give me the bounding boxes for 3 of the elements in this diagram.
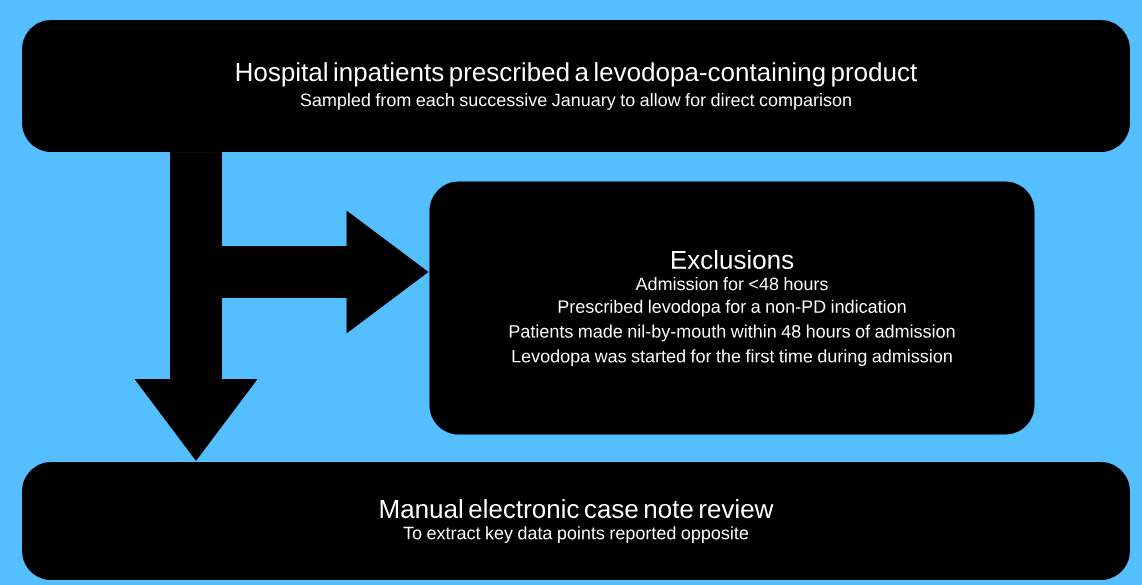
process-box: Hospital inpatients prescribed a levodopa-containing product Sampled from each successive January to allow for direct comparison xyxy=(22,20,1130,152)
process-box: Manual electronic case note review To extract key data points reported opposite xyxy=(22,462,1130,580)
exclusions-box: Exclusions Admission for <48 hours Prescribed levodopa for a non-PD indication Patients made nil-by-mouth within 48 hours of admission Levodopa was started for the first time during admission xyxy=(429,181,1035,435)
